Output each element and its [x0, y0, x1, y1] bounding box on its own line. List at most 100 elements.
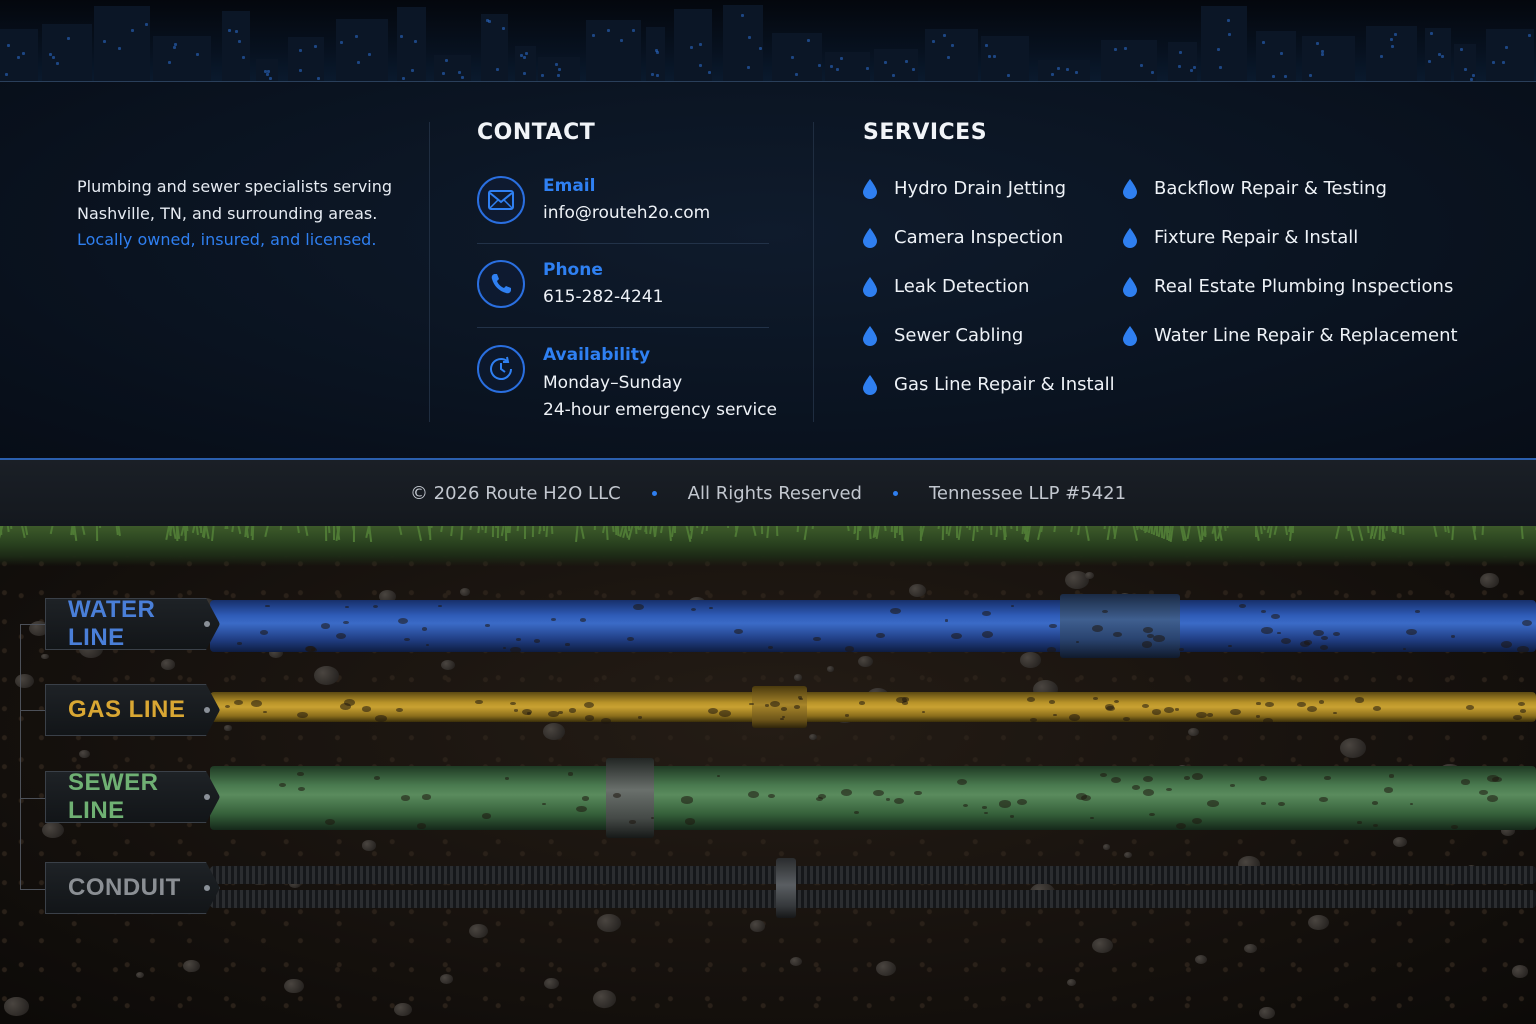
skyline-window: [758, 47, 762, 51]
pipe-rust-spot: [1255, 714, 1261, 718]
underground-pipes-illustration: WATER LINE GAS LINE SEWER LINE CONDUIT: [0, 526, 1536, 1024]
pipe-rust-spot: [981, 806, 987, 810]
rivet: [204, 885, 210, 891]
pipe-rust-spot: [885, 798, 891, 801]
service-item[interactable]: Leak Detection: [863, 276, 1029, 297]
pipe-rust-spot: [1010, 814, 1015, 818]
rock: [28, 621, 49, 637]
service-item-label: Fixture Repair & Install: [1154, 227, 1359, 248]
gas-line-label-text: GAS LINE: [68, 696, 186, 723]
phone-link[interactable]: 615-282-4241: [543, 287, 664, 307]
skyline-window: [66, 36, 70, 40]
pipe-rust-spot: [400, 795, 410, 801]
pipe-rust-spot: [1112, 631, 1123, 638]
service-item[interactable]: Real Estate Plumbing Inspections: [1123, 276, 1453, 297]
pipe-rust-spot: [510, 646, 522, 654]
grass-blade: [883, 526, 887, 531]
service-item[interactable]: Gas Line Repair & Install: [863, 374, 1115, 395]
water-drop-icon: [863, 325, 877, 346]
grass-blade: [494, 526, 497, 529]
skyline-window: [558, 68, 562, 72]
column-divider: [813, 122, 814, 422]
pipe-rust-spot: [1304, 640, 1312, 645]
about-line-1: Plumbing and sewer specialists serving: [77, 177, 393, 196]
skyline-window: [1427, 60, 1431, 64]
service-item[interactable]: Fixture Repair & Install: [1123, 227, 1358, 248]
rock: [393, 1002, 413, 1017]
pipe-rust-spot: [526, 712, 531, 715]
skyline-window: [103, 40, 107, 44]
pipe-rust-spot: [516, 638, 522, 642]
copyright-text: © 2026 Route H2O LLC: [409, 482, 621, 504]
skyline-window: [1502, 60, 1506, 64]
pipe-rust-spot: [1280, 637, 1291, 644]
pipe-rust-spot: [581, 796, 589, 801]
pipe-rust-spot: [1184, 776, 1190, 780]
separator-dot: [651, 490, 657, 496]
service-item[interactable]: Camera Inspection: [863, 227, 1063, 248]
email-link[interactable]: info@routeh2o.com: [543, 203, 711, 223]
label-bracket-tick: [20, 710, 46, 711]
rock: [1188, 727, 1200, 736]
pipe-rust-spot: [1332, 711, 1337, 715]
pipe-rust-spot: [637, 715, 642, 719]
skyline-window: [1074, 71, 1078, 75]
pipe-rust-spot: [894, 798, 905, 805]
rivet: [204, 794, 210, 800]
pipe-rust-spot: [680, 796, 693, 804]
skyline-window: [1065, 68, 1069, 72]
rock: [1102, 844, 1111, 850]
skyline-building: [1200, 6, 1248, 82]
skyline-window: [835, 67, 839, 71]
skyline-window: [1177, 64, 1181, 68]
pipe-rust-spot: [629, 820, 636, 824]
pipe-rust-spot: [259, 629, 268, 635]
service-item[interactable]: Sewer Cabling: [863, 325, 1023, 346]
water-drop-icon: [863, 374, 877, 395]
grass-blade: [98, 526, 101, 529]
skyline-building: [1256, 31, 1296, 82]
pipe-rust-spot: [1207, 799, 1219, 807]
rock: [362, 840, 376, 851]
pipe-rust-spot: [1141, 641, 1153, 648]
skyline-window: [458, 71, 462, 75]
pipe-rust-spot: [340, 703, 352, 710]
rock: [469, 923, 489, 938]
pipe-rust-spot: [1307, 705, 1318, 712]
rock: [749, 920, 766, 932]
pipe-rust-spot: [584, 701, 595, 708]
skyline-window: [1504, 46, 1508, 50]
skyline-window: [592, 34, 596, 38]
service-item[interactable]: Water Line Repair & Replacement: [1123, 325, 1458, 346]
pipe-rust-spot: [1277, 632, 1281, 634]
skyline-window: [654, 48, 658, 52]
skyline-building: [1168, 41, 1198, 82]
grass-blade: [1401, 526, 1405, 536]
service-item[interactable]: Hydro Drain Jetting: [863, 178, 1066, 199]
pipe-rust-spot: [984, 812, 988, 815]
pipe-rust-spot: [305, 646, 315, 652]
skyline-window: [520, 54, 524, 58]
pipe-rust-spot: [262, 710, 267, 714]
skyline-window: [650, 73, 654, 77]
pipe-rust-spot: [858, 701, 865, 706]
skyline-window: [747, 66, 751, 70]
skyline-window: [1151, 71, 1154, 75]
service-item[interactable]: Backflow Repair & Testing: [1123, 178, 1387, 199]
skyline-window: [620, 38, 624, 42]
pipe-rust-spot: [1030, 717, 1037, 722]
grass-blade: [1203, 526, 1207, 538]
skyline-window: [228, 28, 232, 32]
pipe-rust-spot: [1372, 824, 1378, 828]
skyline-window: [339, 40, 343, 44]
contact-email: Email info@routeh2o.com: [477, 176, 769, 232]
pipe-rust-spot: [1148, 812, 1156, 817]
pipe-rust-spot: [475, 699, 484, 705]
pipe-rust-spot: [781, 707, 788, 712]
skyline-window: [1380, 55, 1384, 59]
rock: [135, 972, 144, 979]
skyline-window: [740, 13, 744, 17]
skyline-window: [441, 72, 445, 76]
pipe-rust-spot: [1415, 610, 1421, 613]
pipe-rust-spot: [502, 647, 506, 650]
